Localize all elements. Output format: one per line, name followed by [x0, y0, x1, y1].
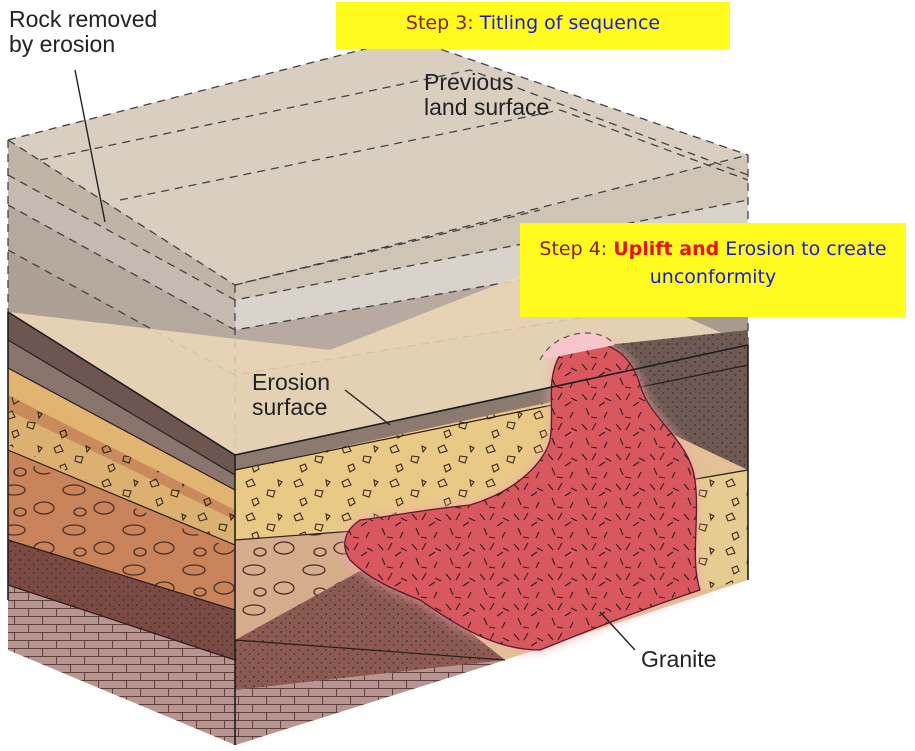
label-previous-line2: land surface — [424, 94, 550, 120]
label-rock-removed-line1: Rock removed — [9, 6, 158, 32]
left-face-strata — [7, 312, 236, 745]
step4-line2: unconformity — [649, 266, 777, 288]
label-erosion-line2: surface — [252, 394, 328, 420]
step3-text: Titling of sequence — [479, 12, 661, 34]
label-erosion-surface: Erosion surface — [252, 370, 330, 420]
step3-callout: Step 3: Titling of sequence — [336, 2, 730, 49]
leader-erosion-surface — [344, 389, 391, 426]
label-granite: Granite — [641, 646, 717, 672]
label-rock-removed-line2: by erosion — [9, 31, 116, 57]
label-rock-removed: Rock removed by erosion — [9, 7, 157, 57]
step4-callout: Step 4: Uplift and Erosion to create unc… — [520, 223, 906, 317]
block-outline — [7, 311, 749, 745]
label-erosion-line1: Erosion — [252, 369, 330, 395]
step4-text: Erosion to create — [725, 238, 887, 260]
label-previous-line1: Previous — [424, 69, 514, 95]
step4-emphasis: Uplift and — [613, 238, 720, 260]
granite-intrusion — [344, 332, 701, 651]
step4-line1: Step 4: Uplift and Erosion to create — [520, 235, 906, 263]
leader-rock-removed — [74, 69, 106, 223]
label-previous-land-surface: Previous land surface — [424, 70, 549, 120]
leader-granite — [599, 611, 636, 651]
step3-prefix: Step 3: — [405, 12, 474, 34]
step4-prefix: Step 4: — [539, 238, 608, 260]
